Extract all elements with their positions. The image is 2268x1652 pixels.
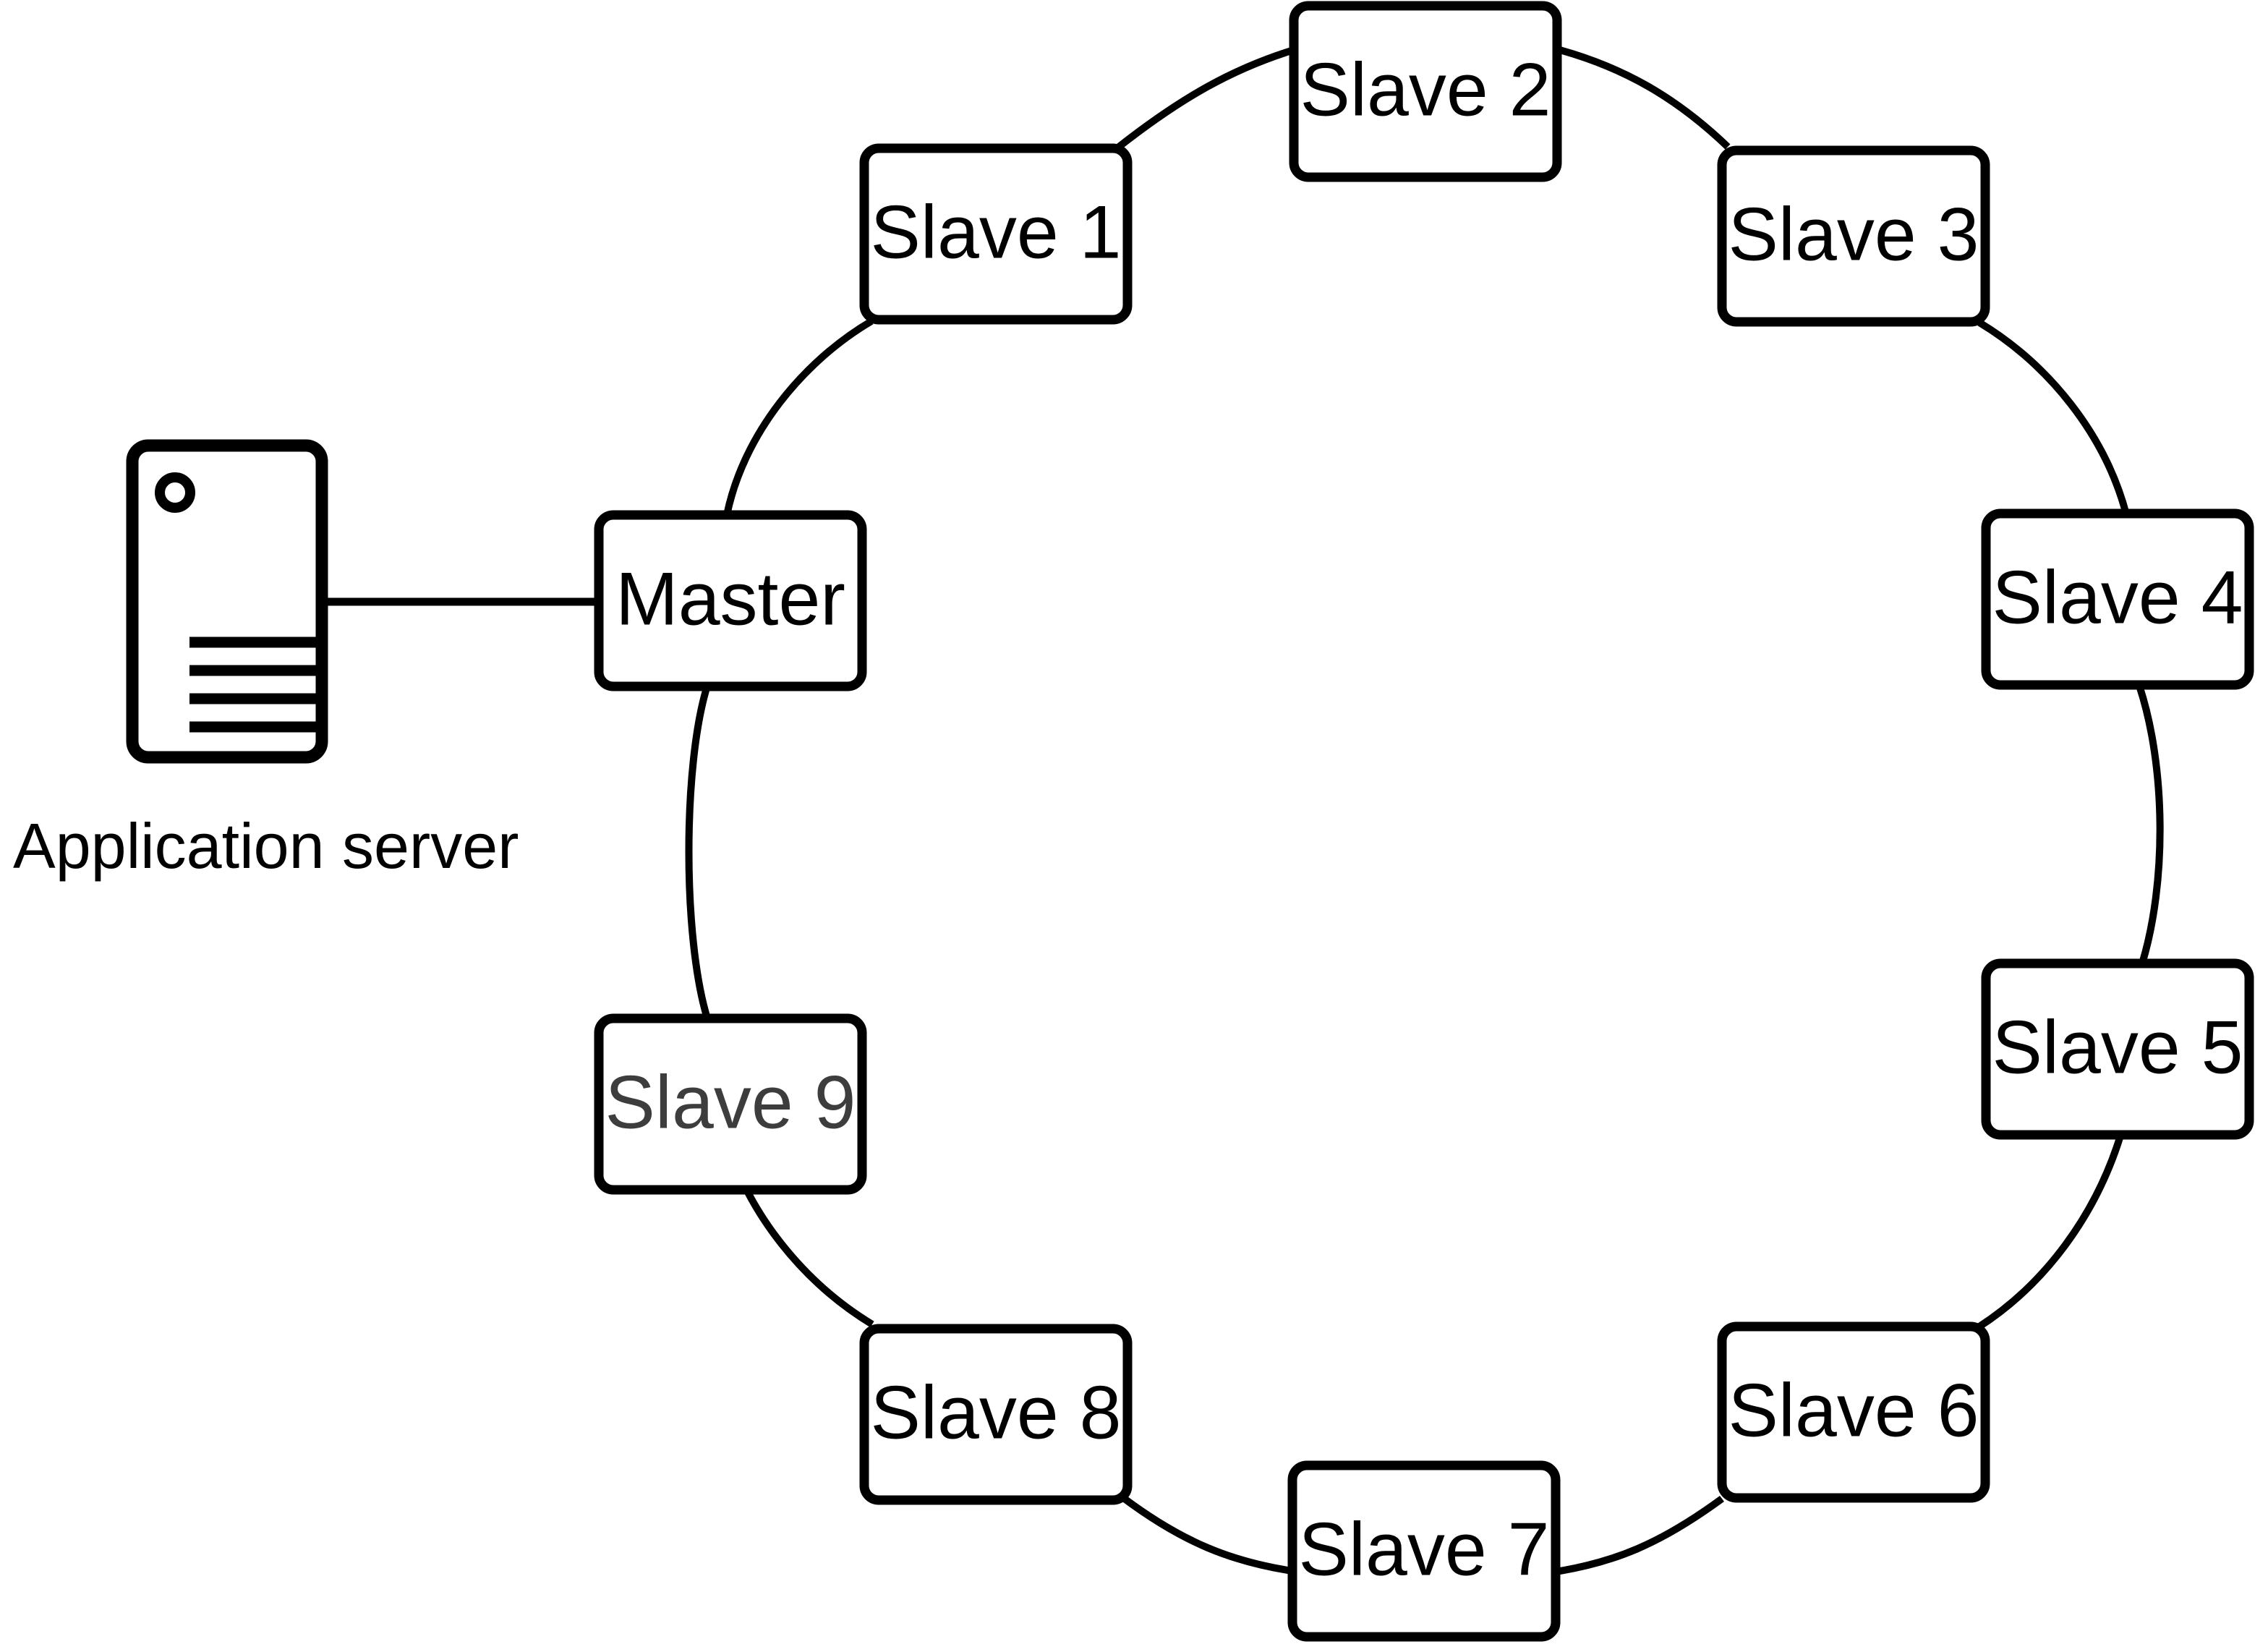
node-slave9-box[interactable] <box>594 1013 867 1195</box>
node-slave5[interactable]: Slave 5 <box>1981 958 2254 1140</box>
link-slave2-slave3 <box>1556 46 1731 150</box>
node-slave4-label: Slave 4 <box>1992 555 2243 639</box>
node-slave8[interactable]: Slave 8 <box>859 1324 1133 1505</box>
node-slave7[interactable]: Slave 7 <box>1287 1460 1561 1642</box>
node-slave2-box[interactable] <box>1289 1 1562 182</box>
node-slave8-box[interactable] <box>859 1324 1133 1505</box>
link-slave3-slave4 <box>1977 319 2130 516</box>
link-slave5-slave6 <box>1977 1134 2124 1330</box>
ring-connections <box>685 46 2164 1575</box>
node-slave5-label: Slave 5 <box>1992 1005 2243 1089</box>
node-slave1[interactable]: Slave 1 <box>859 143 1133 325</box>
node-slave7-box[interactable] <box>1287 1460 1561 1642</box>
node-slave4[interactable]: Slave 4 <box>1981 508 2254 690</box>
server-power-led-icon <box>155 472 195 513</box>
application-server-icon <box>126 439 328 764</box>
node-master-box[interactable] <box>594 510 867 691</box>
node-slave4-box[interactable] <box>1981 508 2254 690</box>
node-slave6-label: Slave 6 <box>1728 1368 1979 1452</box>
node-slave3-label: Slave 3 <box>1728 192 1979 276</box>
node-slave3-box[interactable] <box>1717 145 1990 327</box>
node-slave2[interactable]: Slave 2 <box>1289 1 1562 182</box>
node-slave5-box[interactable] <box>1981 958 2254 1140</box>
link-slave6-slave7 <box>1555 1495 1724 1575</box>
node-slave1-label: Slave 1 <box>871 190 1122 274</box>
node-slave2-label: Slave 2 <box>1300 48 1551 132</box>
application-server-caption: Application server <box>13 810 519 882</box>
node-slave9-label: Slave 9 <box>605 1060 856 1144</box>
link-master-slave1 <box>723 318 874 516</box>
node-slave7-label: Slave 7 <box>1299 1507 1550 1591</box>
server-vents-icon <box>189 636 324 733</box>
node-slave6[interactable]: Slave 6 <box>1717 1321 1990 1503</box>
link-slave9-master <box>685 684 711 1020</box>
node-master-label: Master <box>615 557 845 641</box>
link-slave1-slave2 <box>1116 46 1295 150</box>
node-slave9[interactable]: Slave 9 <box>594 1013 867 1195</box>
server-chassis <box>126 439 328 764</box>
link-slave4-slave5 <box>2136 684 2164 965</box>
node-slave6-box[interactable] <box>1717 1321 1990 1503</box>
node-master[interactable]: Master <box>594 510 867 691</box>
node-slave8-label: Slave 8 <box>871 1371 1122 1455</box>
node-slave1-box[interactable] <box>859 143 1133 325</box>
link-slave7-slave8 <box>1120 1494 1293 1575</box>
node-slave3[interactable]: Slave 3 <box>1717 145 1990 327</box>
